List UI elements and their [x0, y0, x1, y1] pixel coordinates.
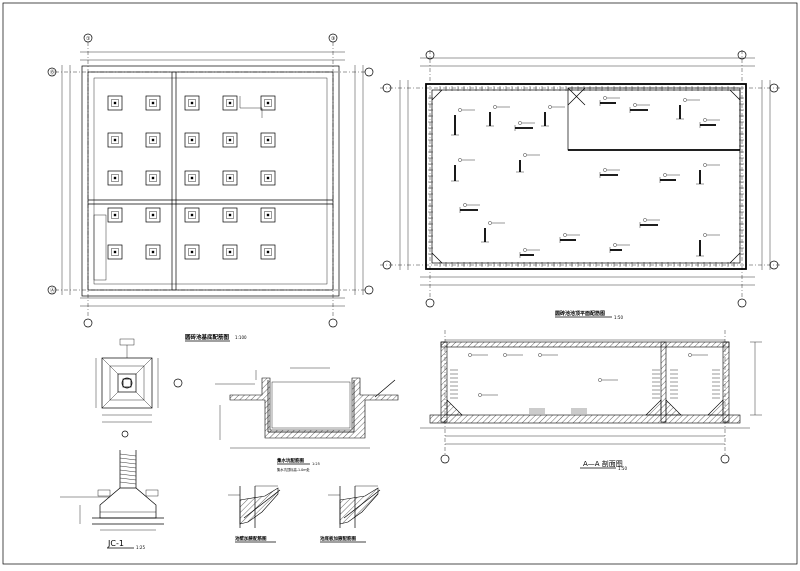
- column-footing: [222, 207, 238, 223]
- column-footing: [222, 244, 238, 260]
- column-footing: [260, 170, 276, 186]
- top-plan-scale: 1:50: [614, 315, 623, 320]
- rebar-callout: [451, 158, 475, 182]
- column-tie: [119, 477, 137, 481]
- column-footing: [222, 170, 238, 186]
- rebar-callout: [696, 233, 720, 257]
- rebar-callout: [696, 163, 720, 185]
- column-tie: [119, 473, 137, 477]
- axis-label-b: Ⓑ: [50, 69, 55, 76]
- column-footing: [222, 132, 238, 148]
- slab-haunch-detail: 池底板加腋配筋图: [320, 485, 381, 543]
- column-footing: [107, 207, 123, 223]
- rebar-callout: [486, 105, 510, 127]
- axis-label-a: Ⓐ: [50, 287, 55, 294]
- jc1-title: JC-1: [107, 539, 124, 548]
- rebar-mark: [538, 353, 542, 357]
- foundation-plan-title: 圆砖池基底配筋图: [185, 333, 230, 341]
- column-footing: [107, 170, 123, 186]
- column-tie: [119, 461, 137, 465]
- rebar-callout: [481, 221, 505, 243]
- column-footing: [145, 170, 161, 186]
- column-footing: [184, 207, 200, 223]
- rebar-callout: [699, 118, 720, 128]
- column-footing: [145, 95, 161, 111]
- rebar-callout: [559, 233, 580, 243]
- column-tie: [119, 457, 137, 461]
- rebar-callout: [599, 168, 620, 178]
- column-footing: [260, 95, 276, 111]
- pit-section-title: 集水坑配筋图: [276, 457, 304, 464]
- rebar-mark: [468, 353, 472, 357]
- footing-plan: [95, 338, 183, 438]
- rebar-callout: [599, 96, 620, 106]
- axis-label-1: ①: [86, 36, 91, 42]
- rebar-callout: [629, 103, 650, 113]
- top-plan: 圆砖池池顶平面配筋图 1:50: [380, 50, 782, 320]
- wall-haunch-detail-title: 池壁加腋配筋图: [235, 535, 267, 542]
- pit-section-note: 集水坑顶标高-1.0m处: [277, 467, 310, 472]
- rebar-callout: [676, 98, 700, 120]
- foundation-plan: 圆砖池基底配筋图 1:100: [47, 33, 374, 342]
- column-footing: [145, 132, 161, 148]
- column-footing: [184, 95, 200, 111]
- jc1-section: JC-1 1:25: [60, 450, 164, 550]
- slab-haunch-detail-title: 池底板加腋配筋图: [320, 535, 356, 542]
- column-footing: [260, 207, 276, 223]
- section-aa: A—A 剖面图 1:50: [420, 330, 762, 471]
- rebar-callout: [519, 248, 540, 258]
- column-tie: [119, 465, 137, 469]
- column-footing: [145, 244, 161, 260]
- rebar-callout: [609, 243, 630, 253]
- pit-section: 集水坑配筋图 1:25 集水坑顶标高-1.0m处: [215, 367, 399, 472]
- column-tie: [119, 469, 137, 473]
- column-tie: [119, 481, 137, 485]
- column-footing: [107, 244, 123, 260]
- column-footing: [107, 95, 123, 111]
- rebar-callout: [639, 218, 660, 228]
- rebar-callout: [659, 173, 680, 183]
- wall-haunch-detail: 池壁加腋配筋图: [228, 485, 281, 543]
- column-footing: [184, 132, 200, 148]
- column-footing: [260, 244, 276, 260]
- pit-section-scale: 1:25: [312, 462, 320, 466]
- rebar-mark: [478, 393, 482, 397]
- jc1-scale: 1:25: [136, 545, 145, 550]
- rebar-callout: [459, 203, 480, 213]
- rebar-mark: [598, 378, 602, 382]
- foundation-plan-scale: 1:100: [235, 335, 247, 340]
- column-footing: [222, 95, 238, 111]
- section-aa-title: A—A 剖面图: [583, 459, 623, 468]
- column-tie: [119, 453, 137, 457]
- axis-label-3: ③: [331, 36, 335, 42]
- column-footing: [260, 132, 276, 148]
- rebar-callout: [514, 121, 535, 131]
- rebar-callout: [516, 153, 540, 173]
- section-aa-scale: 1:50: [618, 466, 627, 471]
- column-footing: [107, 132, 123, 148]
- column-footing: [184, 244, 200, 260]
- rebar-mark: [688, 353, 692, 357]
- column-footing: [145, 207, 161, 223]
- rebar-callout: [451, 108, 475, 136]
- column-footing: [184, 170, 200, 186]
- rebar-mark: [503, 353, 507, 357]
- top-plan-title: 圆砖池池顶平面配筋图: [555, 310, 605, 317]
- rebar-callout: [541, 105, 565, 127]
